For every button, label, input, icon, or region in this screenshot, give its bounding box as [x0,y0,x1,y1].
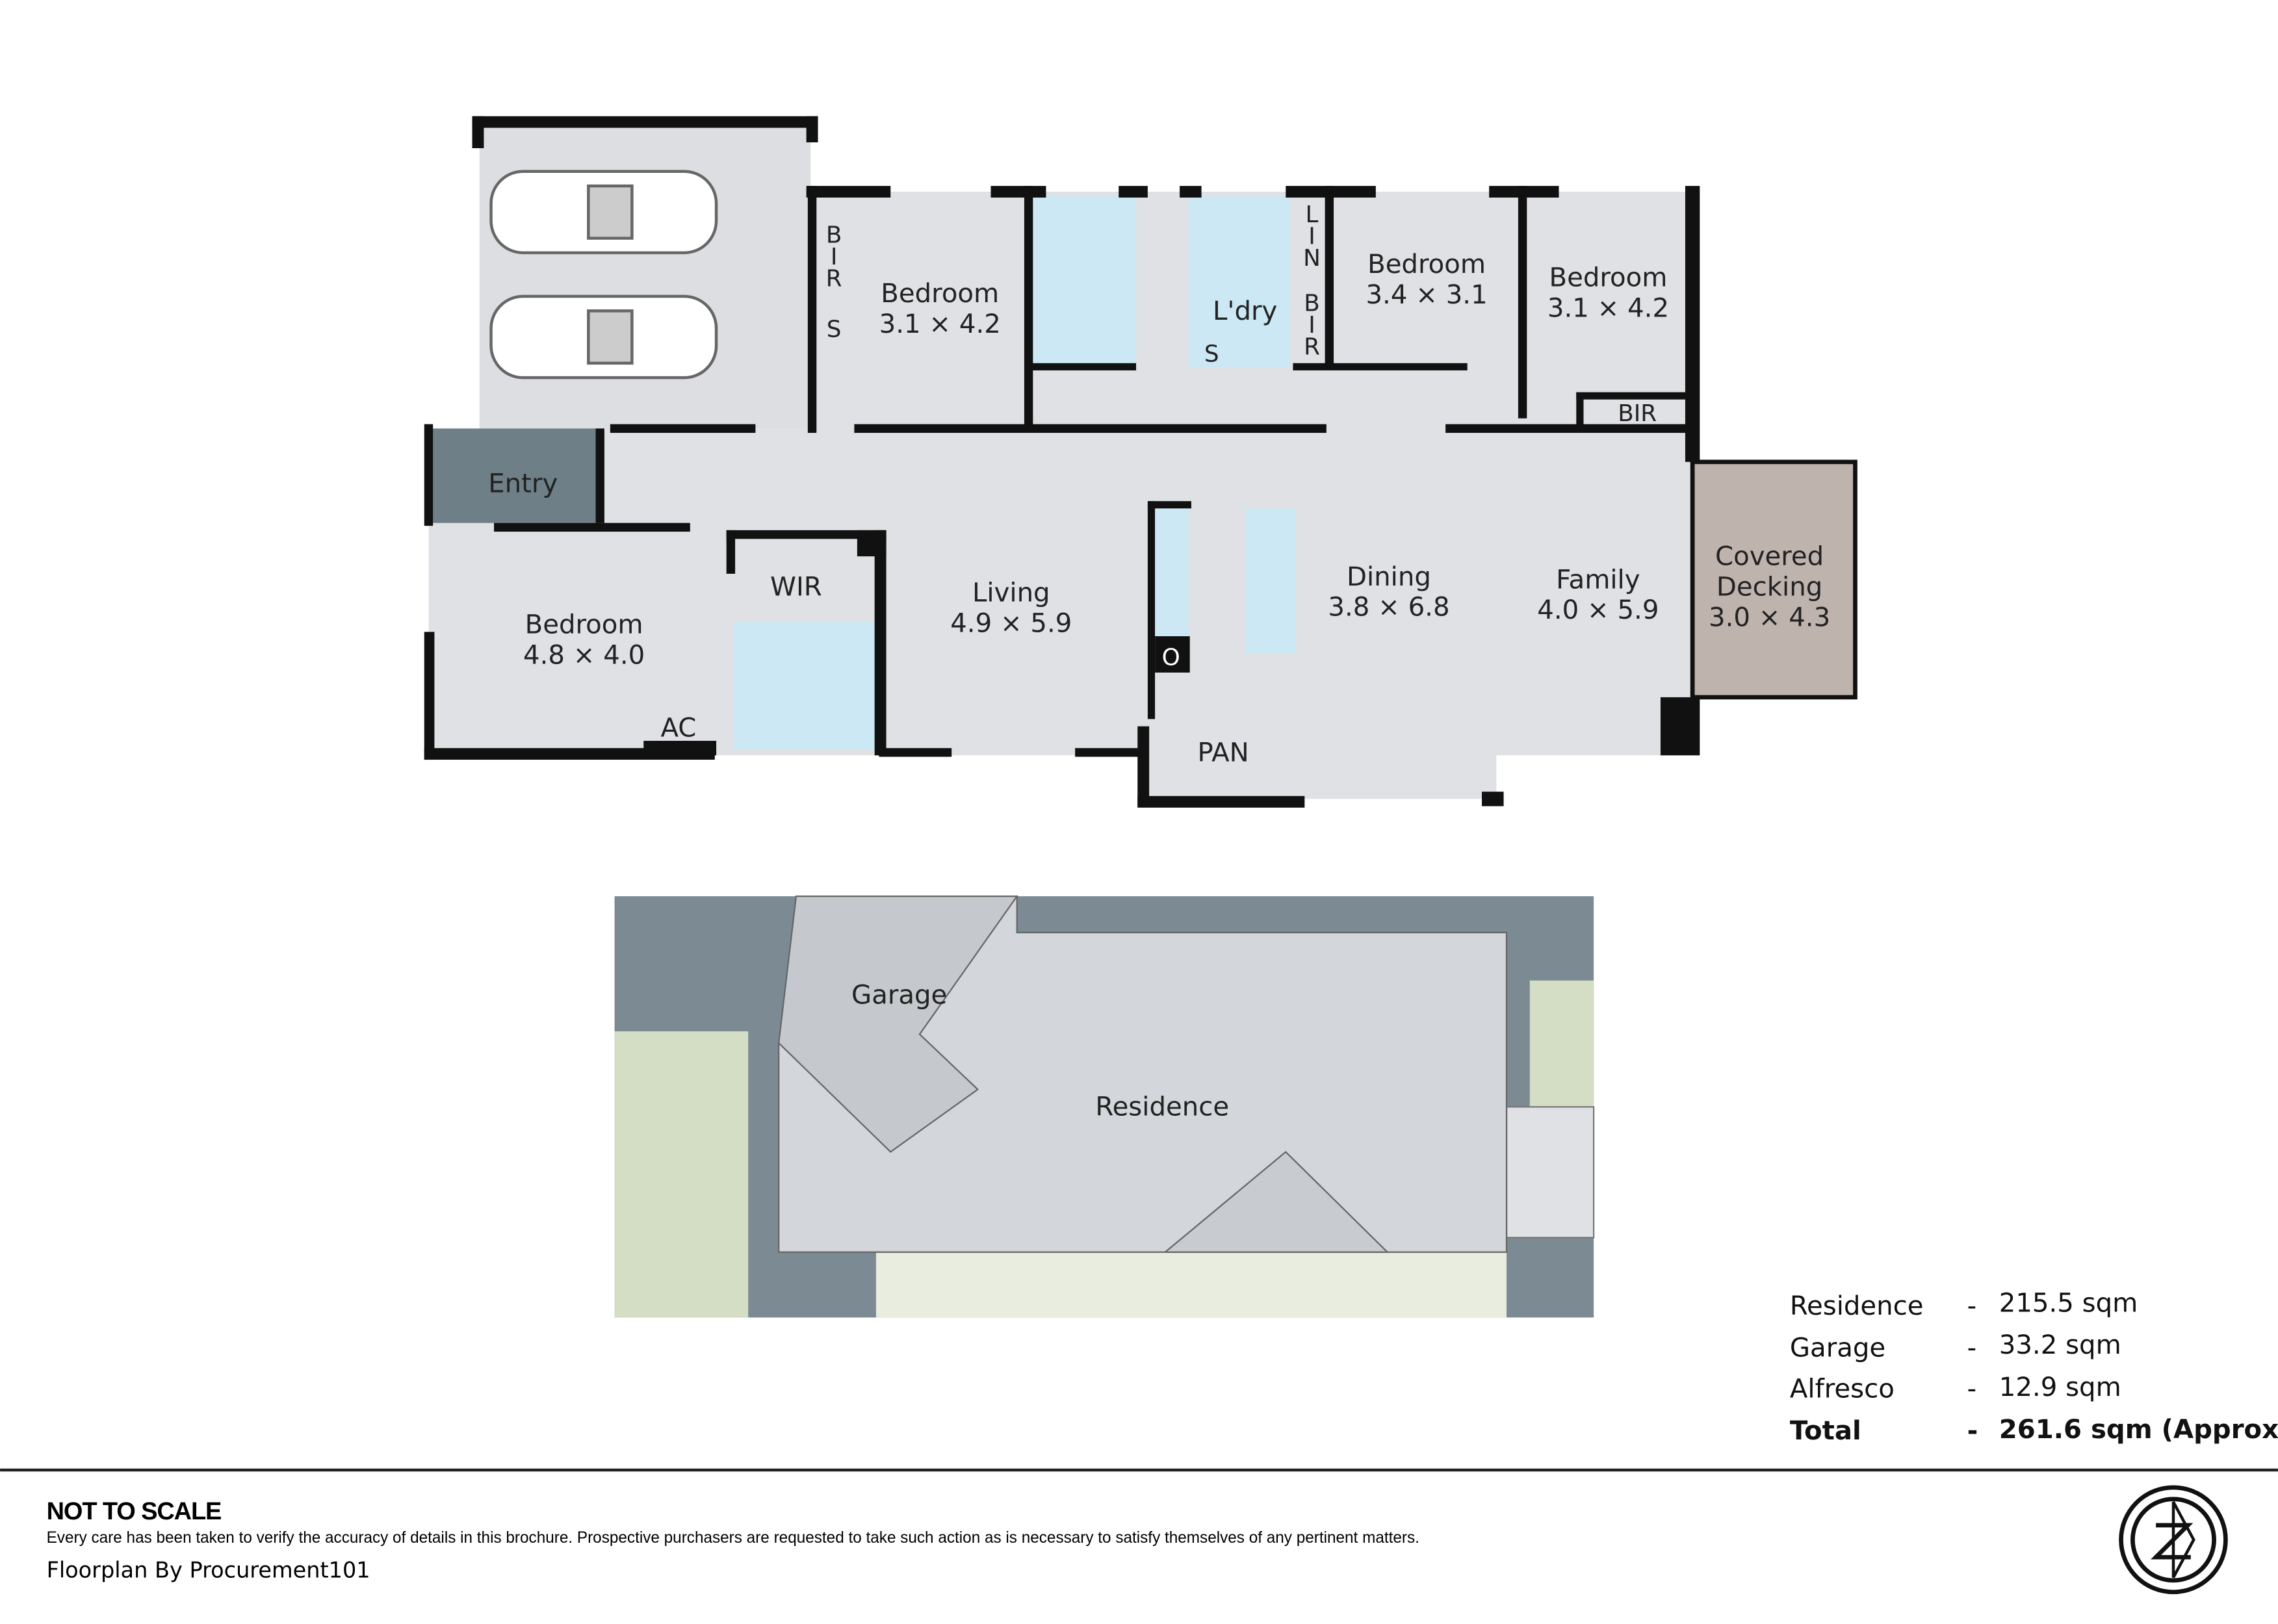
lin-letter: L [1306,201,1319,228]
entry-label: Entry [488,469,558,499]
not-to-scale-heading: NOT TO SCALE [47,1498,222,1525]
oven-label: O [1162,645,1180,671]
entry-floor [431,428,603,523]
bir-letter: B [826,222,842,248]
bedroom-3-name: Bedroom [1549,263,1668,292]
ac-label: AC [660,713,696,743]
living-name: Living [972,578,1050,608]
disclaimer: Every care has been taken to verify the … [47,1529,1419,1547]
credit: Floorplan By Procurement101 [47,1557,370,1582]
area-table: Residence - 215.5 sqm Garage - 33.2 sqm … [1790,1288,2278,1446]
bedroom-1-name: Bedroom [881,279,999,309]
bir-letter: R [1304,333,1320,360]
area-label: Garage [1790,1334,1885,1363]
footer-divider [0,1468,2278,1472]
area-total-value: 261.6 sqm (Approx) [1999,1415,2278,1445]
pantry-floor [1140,755,1497,799]
wir-label: WIR [770,572,822,602]
ensuite-floor [733,621,879,750]
decking-size: 3.0 × 4.3 [1709,602,1830,632]
bedroom-1-size: 3.1 × 4.2 [879,309,1001,339]
main-floor [428,428,1693,756]
site-residence-label: Residence [1095,1092,1229,1122]
lin-letter: I [1308,224,1315,250]
family-name: Family [1556,565,1640,595]
site-plan: Garage Residence [614,896,1595,1318]
bir-letter: I [831,244,838,270]
dining-name: Dining [1347,562,1431,592]
area-value: 33.2 sqm [1999,1330,2121,1360]
storage-label: S [1204,341,1219,368]
area-sep: - [1967,1334,1977,1363]
area-label: Alfresco [1790,1374,1895,1404]
storage-label: S [827,316,842,343]
floor-areas [428,127,1857,799]
bir-letter: B [1304,290,1320,316]
car-icon [489,170,718,380]
pantry-label: PAN [1198,738,1249,767]
bedroom-2-name: Bedroom [1367,250,1486,279]
decking-name-2: Decking [1716,572,1822,602]
area-sep: - [1967,1291,1977,1321]
bedroom-4-name: Bedroom [525,610,643,640]
bedroom-4-size: 4.8 × 4.0 [523,641,645,671]
area-total-label: Total [1790,1416,1861,1446]
kitchen-island [1245,508,1296,654]
area-value: 215.5 sqm [1999,1288,2138,1318]
laundry-label: L'dry [1213,296,1277,326]
decking-name-1: Covered [1715,542,1824,572]
area-sep: - [1967,1374,1977,1404]
room-labels: Bedroom 3.1 × 4.2 Bedroom 3.4 × 3.1 Bedr… [488,201,1830,767]
area-value: 12.9 sqm [1999,1373,2121,1402]
walls [424,116,1700,808]
laundry-floor [1188,196,1290,368]
bedroom-2-size: 3.4 × 3.1 [1366,280,1487,310]
kitchen-bench [1152,508,1189,639]
area-label: Residence [1790,1291,1924,1321]
dining-size: 3.8 × 6.8 [1328,593,1449,623]
bathroom-floor [1027,196,1137,368]
bir-letter: I [1308,312,1315,339]
living-size: 4.9 × 5.9 [950,608,1072,638]
bir-letter: R [826,265,842,292]
site-garage-label: Garage [851,981,947,1011]
family-size: 4.0 × 5.9 [1537,595,1659,625]
area-sep: - [1967,1416,1978,1446]
north-compass-icon [2119,1485,2228,1595]
bir-label: BIR [1618,400,1657,427]
bedroom-3-size: 3.1 × 4.2 [1547,293,1669,323]
covered-decking [1690,459,1857,700]
lin-letter: N [1303,245,1321,272]
